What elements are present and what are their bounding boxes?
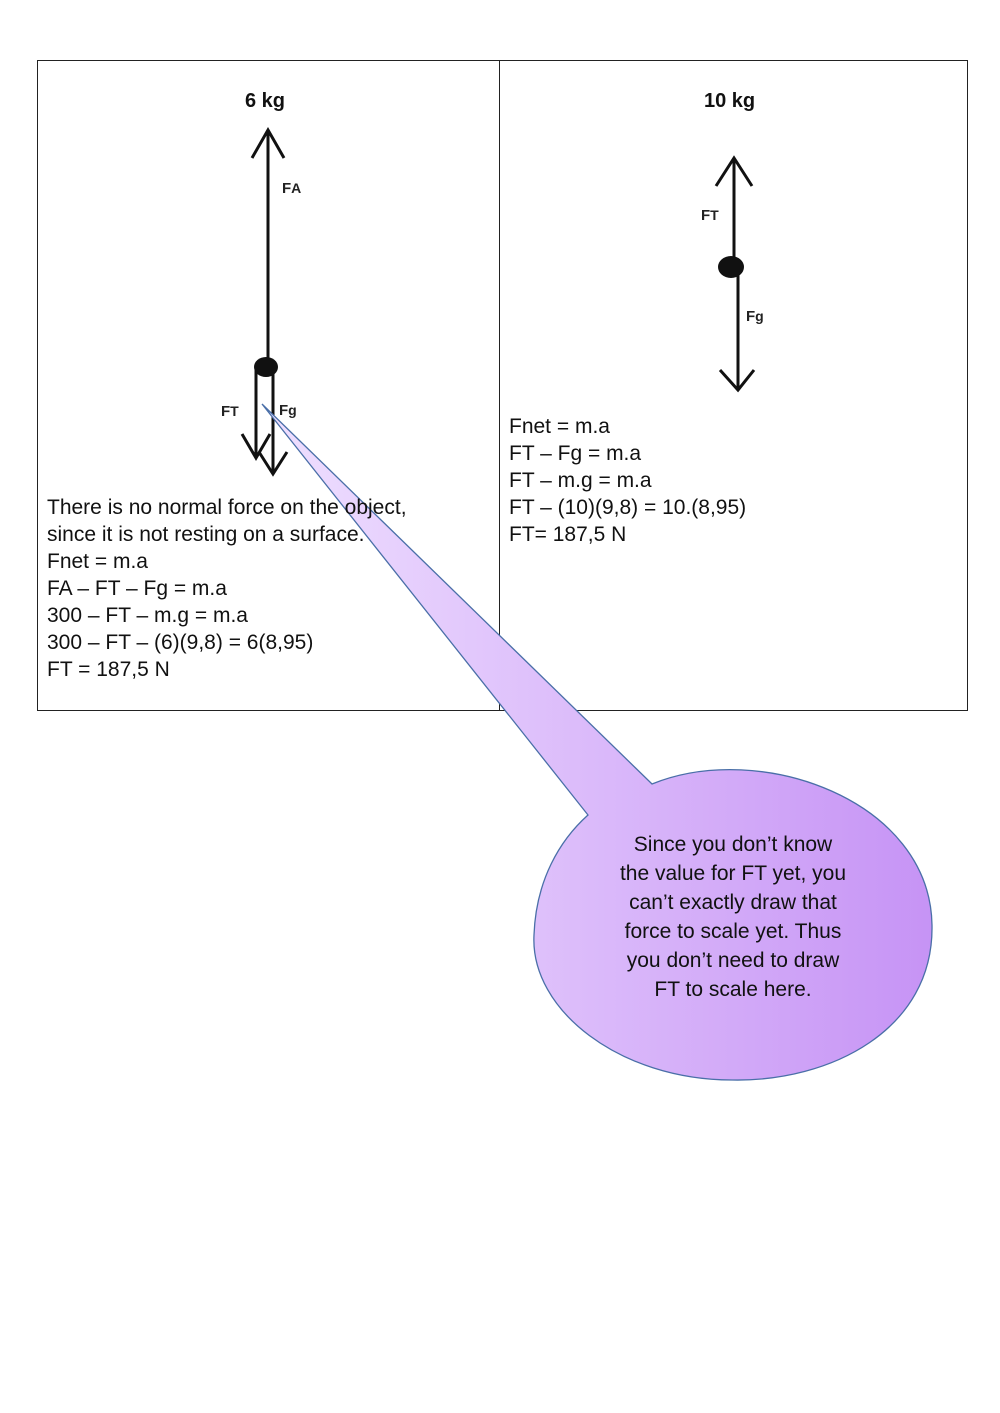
fg-label-left: Fg	[279, 402, 297, 419]
fg-arrow-left	[257, 370, 289, 477]
left-line-1: There is no normal force on the object,	[47, 496, 407, 519]
fa-arrow	[250, 126, 286, 368]
ft-label-left: FT	[221, 403, 239, 420]
mass-dot-left	[254, 357, 278, 377]
left-line-7: FT = 187,5 N	[47, 658, 170, 681]
left-line-2: since it is not resting on a surface.	[47, 523, 365, 546]
right-line-2: FT – Fg = m.a	[509, 442, 642, 465]
left-line-4: FA – FT – Fg = m.a	[47, 577, 227, 600]
left-working: There is no normal force on the object, …	[47, 494, 407, 683]
callout-line-6: FT to scale here.	[654, 978, 812, 1001]
callout-line-4: force to scale yet. Thus	[624, 920, 842, 943]
right-line-3: FT – m.g = m.a	[509, 469, 652, 492]
left-mass-title: 6 kg	[245, 90, 286, 112]
left-line-3: Fnet = m.a	[47, 550, 148, 573]
right-panel	[499, 60, 968, 711]
callout-line-1: Since you don’t know	[633, 833, 833, 856]
right-line-4: FT – (10)(9,8) = 10.(8,95)	[509, 496, 747, 519]
left-line-6: 300 – FT – (6)(9,8) = 6(8,95)	[47, 631, 314, 654]
right-working: Fnet = m.a FT – Fg = m.a FT – m.g = m.a …	[509, 413, 746, 548]
callout-bubble	[261, 403, 933, 1081]
fa-label: FA	[282, 180, 302, 197]
callout-line-2: the value for FT yet, you	[619, 862, 847, 885]
callout-line-5: you don’t need to draw	[626, 949, 840, 972]
fg-arrow-right	[718, 268, 756, 393]
ft-arrow-left	[240, 370, 272, 461]
callout-line-3: can’t exactly draw that	[629, 891, 837, 914]
ft-arrow-right	[714, 155, 754, 266]
right-line-5: FT= 187,5 N	[509, 523, 627, 546]
left-line-5: 300 – FT – m.g = m.a	[47, 604, 248, 627]
ft-label-right: FT	[701, 207, 719, 224]
callout-text: Since you don’t know the value for FT ye…	[596, 830, 870, 1004]
right-mass-title: 10 kg	[704, 90, 756, 112]
fg-label-right: Fg	[746, 308, 764, 325]
mass-dot-right	[718, 256, 744, 278]
right-line-1: Fnet = m.a	[509, 415, 610, 438]
